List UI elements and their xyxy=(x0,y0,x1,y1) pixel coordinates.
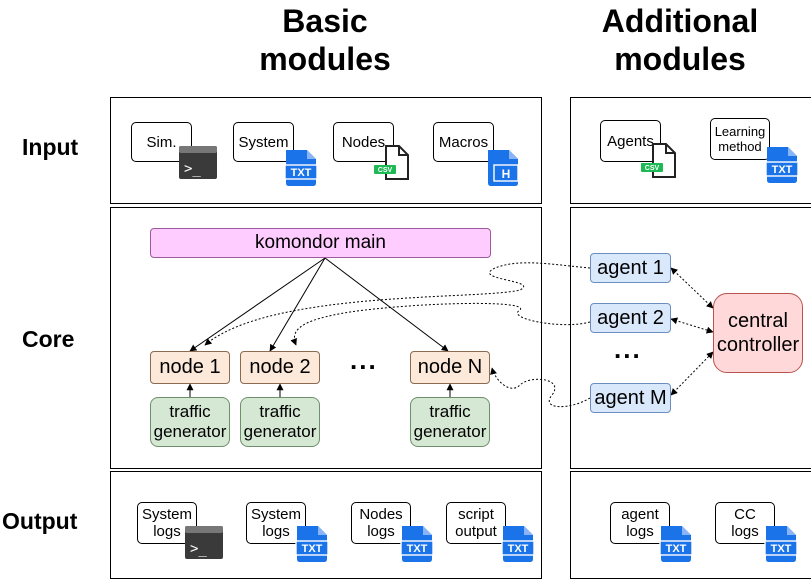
row-label-output: Output xyxy=(2,508,78,534)
system-tag: System xyxy=(233,122,294,162)
agent-1-controller-link xyxy=(670,267,714,309)
additional-modules-title: Additional modules xyxy=(601,3,759,77)
nodes-tag: Nodes xyxy=(333,122,394,162)
svg-text:TXT: TXT xyxy=(302,543,323,555)
agent-m-controller-link xyxy=(670,351,714,396)
svg-text:TXT: TXT xyxy=(508,543,529,555)
svg-text:>_: >_ xyxy=(184,161,201,177)
macros-tag: Macros xyxy=(433,122,494,162)
row-label-core: Core xyxy=(22,326,75,352)
svg-text:H: H xyxy=(502,167,511,181)
node-2-box: node 2 xyxy=(240,351,320,384)
agents-tag: Agents xyxy=(600,120,661,162)
csv-file-icon: CSV xyxy=(374,145,409,180)
nodes-ellipsis: ... xyxy=(350,345,378,375)
central-controller-box: central controller xyxy=(713,293,803,373)
svg-text:CSV: CSV xyxy=(645,165,660,172)
sim-tag: Sim. xyxy=(131,122,192,162)
script-output-tag: script output xyxy=(446,502,506,544)
agent-m-box: agent M xyxy=(590,383,671,413)
cc-logs-tag: CC logs xyxy=(715,502,775,544)
csv-file-icon: CSV xyxy=(641,143,676,178)
agent-logs-tag: agent logs xyxy=(610,502,670,544)
txt-file-icon: TXT xyxy=(764,526,798,562)
svg-text:CSV: CSV xyxy=(378,167,393,174)
traffic-generator-2: traffic generator xyxy=(240,397,320,447)
svg-text:TXT: TXT xyxy=(772,164,793,176)
txt-file-icon: TXT xyxy=(765,147,799,183)
svg-text:>_: >_ xyxy=(190,541,207,557)
txt-file-icon: TXT xyxy=(400,526,434,562)
learning-method-tag: Learning method xyxy=(710,118,770,160)
agent-1-to-node-1-link xyxy=(204,262,591,346)
node-1-box: node 1 xyxy=(150,351,230,384)
agent-2-controller-link xyxy=(670,317,714,334)
terminal-icon: >_ xyxy=(179,146,217,179)
terminal-icon: >_ xyxy=(185,526,223,559)
system-logs-tag-2: System logs xyxy=(246,502,306,544)
main-to-node-1-arrow xyxy=(189,257,326,352)
nodes-logs-tag: Nodes logs xyxy=(351,502,411,544)
agents-ellipsis: ... xyxy=(614,334,642,364)
agent-m-to-node-n-link xyxy=(490,367,591,408)
agent-2-box: agent 2 xyxy=(590,303,671,333)
agent-2-to-node-2-link xyxy=(290,302,591,346)
txt-file-icon: TXT xyxy=(659,526,693,562)
txt-file-icon: TXT xyxy=(284,150,318,186)
node-n-box: node N xyxy=(410,351,490,384)
agent-1-box: agent 1 xyxy=(590,253,671,283)
svg-text:TXT: TXT xyxy=(771,543,792,555)
header-file-icon: H xyxy=(488,150,519,186)
traffic-generator-1: traffic generator xyxy=(150,397,230,447)
svg-text:TXT: TXT xyxy=(291,167,312,179)
komondor-main-box: komondor main xyxy=(150,228,491,258)
row-label-input: Input xyxy=(22,134,79,160)
basic-modules-title: Basic modules xyxy=(259,3,391,77)
txt-file-icon: TXT xyxy=(501,526,535,562)
svg-text:TXT: TXT xyxy=(666,543,687,555)
traffic-generator-n: traffic generator xyxy=(410,397,490,447)
svg-text:TXT: TXT xyxy=(407,543,428,555)
main-to-node-n-arrow xyxy=(324,257,449,352)
main-to-node-2-arrow xyxy=(269,257,326,352)
txt-file-icon: TXT xyxy=(295,526,329,562)
